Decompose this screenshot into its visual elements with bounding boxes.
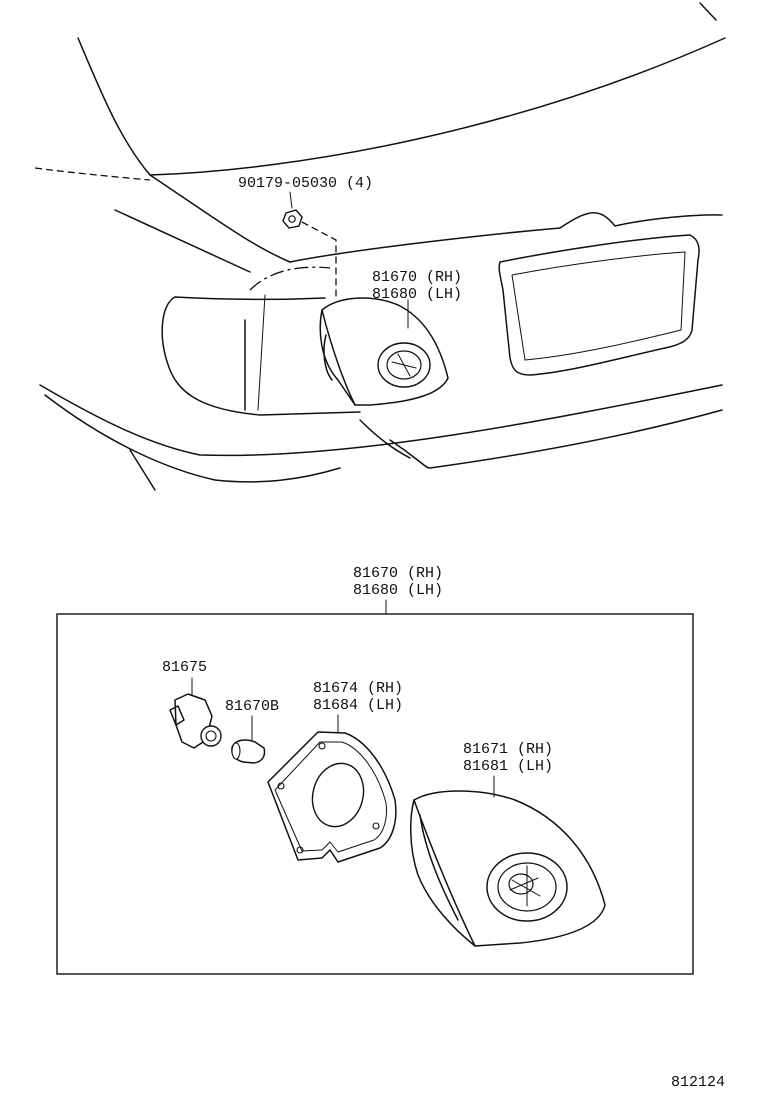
gasket-label-lh: 81684 (LH) <box>313 697 403 714</box>
callout-lamp-rh: 81670 (RH) <box>372 269 462 286</box>
callout-lamp-lh: 81680 (LH) <box>372 286 462 303</box>
vehicle-rear-view <box>34 2 726 491</box>
lens-label-lh: 81681 (LH) <box>463 758 553 775</box>
figure-id: 812124 <box>671 1074 725 1091</box>
callout-nut: 90179-05030 (4) <box>238 175 373 192</box>
lamp-lens-icon <box>409 790 606 947</box>
assembly-label-lh: 81680 (LH) <box>353 582 443 599</box>
bulb-socket-icon <box>169 693 222 749</box>
inner-tail-lamp-installed <box>319 297 449 406</box>
gasket-label-rh: 81674 (RH) <box>313 680 403 697</box>
lens-label-rh: 81671 (RH) <box>463 741 553 758</box>
bulb-icon <box>231 739 266 764</box>
nut-icon <box>282 209 303 229</box>
socket-label: 81675 <box>162 659 207 676</box>
assembly-frame <box>56 613 694 975</box>
bulb-label: 81670B <box>225 698 279 715</box>
assembly-label-rh: 81670 (RH) <box>353 565 443 582</box>
gasket-plate-icon <box>267 731 397 863</box>
